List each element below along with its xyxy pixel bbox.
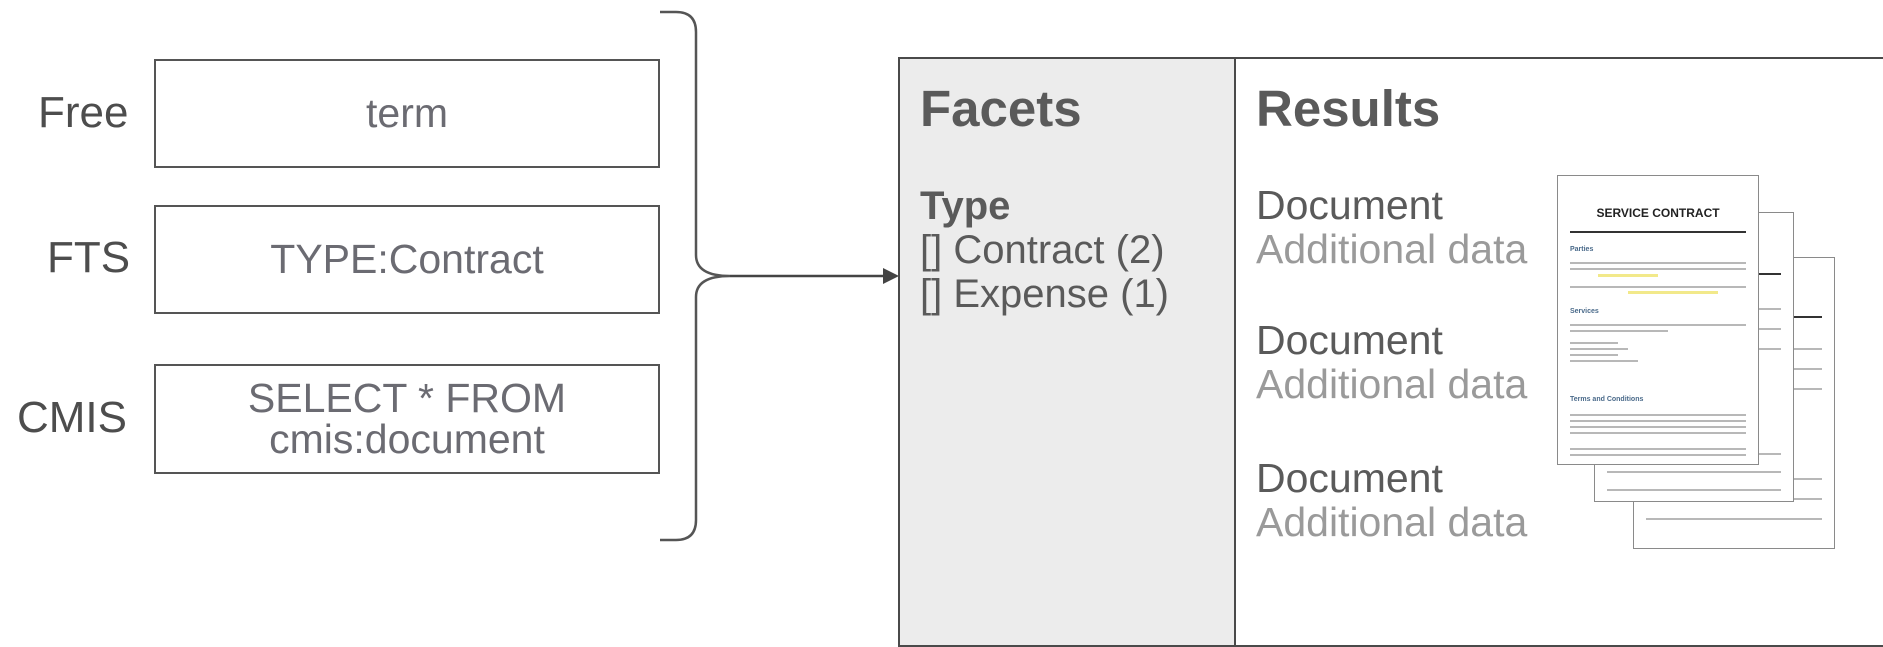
document-text-line bbox=[1570, 348, 1628, 350]
document-highlight bbox=[1598, 274, 1658, 277]
result-item[interactable]: Document Additional data bbox=[1256, 183, 1527, 271]
document-text-line bbox=[1570, 324, 1746, 326]
document-text-line bbox=[1570, 360, 1638, 362]
result-title: Document bbox=[1256, 317, 1443, 363]
query-label-free: Free bbox=[38, 88, 129, 137]
result-title: Document bbox=[1256, 455, 1443, 501]
result-subtitle: Additional data bbox=[1256, 361, 1528, 407]
result-subtitle: Additional data bbox=[1256, 499, 1528, 545]
facets-title: Facets bbox=[920, 80, 1082, 137]
query-text-cmis-line2: cmis:document bbox=[269, 416, 545, 462]
query-label-cmis: CMIS bbox=[17, 393, 127, 442]
document-text-line bbox=[1570, 286, 1746, 288]
query-text-fts: TYPE:Contract bbox=[270, 236, 544, 282]
result-item[interactable]: Document Additional data bbox=[1256, 456, 1527, 544]
document-text-line bbox=[1570, 268, 1746, 270]
document-text-line bbox=[1570, 454, 1746, 456]
query-box-free: term bbox=[154, 59, 660, 168]
result-item[interactable]: Document Additional data bbox=[1256, 318, 1527, 406]
query-label-fts: FTS bbox=[47, 233, 131, 282]
facet-option-expense[interactable]: [] Expense (1) bbox=[920, 272, 1170, 316]
result-title: Document bbox=[1256, 182, 1443, 228]
arrow-head bbox=[883, 268, 899, 284]
facet-group-type: Type [] Contract (2) [] Expense (1) bbox=[920, 184, 1169, 316]
brace-arrow-connector bbox=[660, 10, 899, 542]
result-subtitle: Additional data bbox=[1256, 226, 1528, 272]
document-text-line bbox=[1570, 432, 1746, 434]
document-text-line bbox=[1570, 426, 1746, 428]
document-highlight bbox=[1628, 291, 1718, 294]
document-text-line bbox=[1607, 489, 1781, 491]
document-text-line bbox=[1570, 420, 1746, 422]
facet-group-title: Type bbox=[920, 184, 1011, 228]
document-text-line bbox=[1570, 414, 1746, 416]
curly-brace bbox=[660, 10, 731, 542]
document-section-title: Parties bbox=[1570, 246, 1594, 253]
facets-panel: Facets Type [] Contract (2) [] Expense (… bbox=[898, 57, 1235, 647]
document-text-line bbox=[1646, 518, 1822, 520]
query-text-cmis-line1: SELECT * FROM bbox=[247, 375, 567, 421]
facet-option-contract[interactable]: [] Contract (2) bbox=[920, 228, 1165, 272]
document-heading: SERVICE CONTRACT bbox=[1596, 206, 1720, 220]
document-text-line bbox=[1570, 330, 1668, 332]
query-box-fts: TYPE:Contract bbox=[154, 205, 660, 314]
document-section-title: Terms and Conditions bbox=[1570, 396, 1644, 403]
results-title: Results bbox=[1256, 80, 1441, 137]
document-section-title: Services bbox=[1570, 308, 1599, 315]
document-page-front: SERVICE CONTRACT Parties Services Terms … bbox=[1557, 175, 1759, 465]
document-text-line bbox=[1570, 448, 1746, 450]
document-rule bbox=[1570, 231, 1746, 233]
query-text-free: term bbox=[366, 90, 448, 136]
document-text-line bbox=[1570, 342, 1618, 344]
document-text-line bbox=[1607, 471, 1781, 473]
document-text-line bbox=[1570, 354, 1618, 356]
document-text-line bbox=[1570, 262, 1746, 264]
query-box-cmis: SELECT * FROM cmis:document bbox=[154, 364, 660, 474]
